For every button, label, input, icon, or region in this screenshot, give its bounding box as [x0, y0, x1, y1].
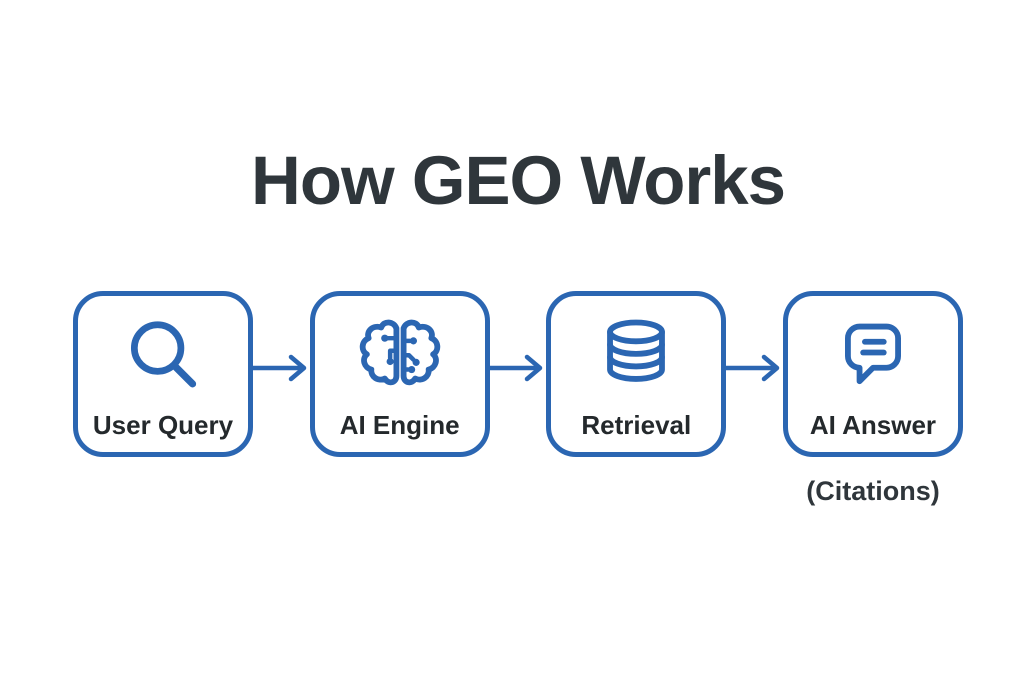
search-icon	[120, 314, 206, 400]
diagram-title: How GEO Works	[251, 142, 786, 219]
step-card-user-query: User Query	[73, 291, 253, 457]
arrow-right-icon	[489, 348, 546, 388]
brain-circuit-icon	[357, 314, 443, 400]
citations-note: (Citations)	[806, 476, 940, 506]
step-card-ai-answer: AI Answer	[782, 291, 963, 457]
step-label: User Query	[92, 410, 234, 440]
step-label: AI Answer	[809, 410, 937, 440]
step-card-ai-engine: AI Engine	[309, 291, 490, 457]
step-card-retrieval: Retrieval	[546, 291, 727, 457]
flow-row: User Query AI	[73, 291, 963, 457]
database-icon	[593, 314, 679, 400]
step-label: Retrieval	[581, 410, 692, 440]
arrow-right-icon	[726, 348, 783, 388]
chat-bubble-icon	[830, 314, 916, 400]
arrow-right-icon	[253, 348, 310, 388]
step-label: AI Engine	[339, 410, 460, 440]
